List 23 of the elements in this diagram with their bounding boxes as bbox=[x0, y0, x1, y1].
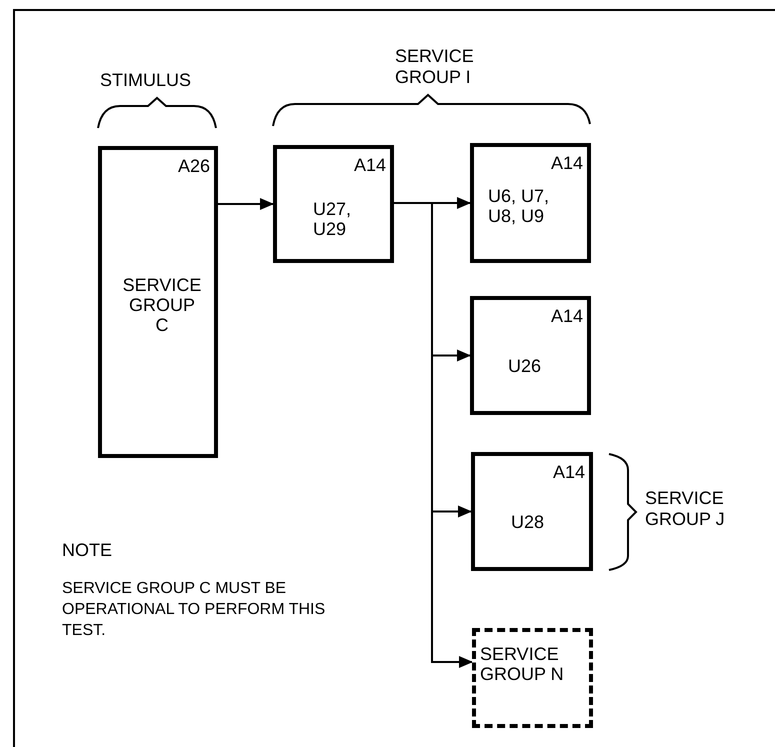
module-number: A14 bbox=[552, 462, 585, 482]
module-number: A26 bbox=[178, 156, 210, 176]
module-number: A14 bbox=[550, 153, 583, 173]
dashed-box bbox=[472, 628, 593, 728]
group-label: SERVICE GROUP J bbox=[645, 488, 726, 530]
group-label: STIMULUS bbox=[100, 70, 192, 91]
module-box bbox=[470, 143, 591, 263]
component-label: SERVICE GROUP C bbox=[122, 275, 202, 335]
group-label: SERVICE GROUP I bbox=[395, 46, 475, 88]
note-text: SERVICE GROUP C MUST BE OPERATIONAL TO PERFORM THIS TEST. bbox=[62, 579, 326, 641]
module-box bbox=[273, 145, 394, 263]
module-number: A14 bbox=[354, 155, 386, 175]
module-box bbox=[471, 452, 593, 571]
component-label: U28 bbox=[511, 512, 546, 532]
component-label: SERVICE GROUP N bbox=[480, 644, 565, 684]
component-label: U27, U29 bbox=[313, 199, 352, 239]
note-heading: NOTE bbox=[62, 540, 114, 561]
module-box bbox=[98, 146, 218, 458]
arrow bbox=[218, 198, 274, 210]
module-box bbox=[470, 296, 591, 415]
component-label: U6, U7, U8, U9 bbox=[488, 186, 550, 226]
module-number: A14 bbox=[550, 306, 583, 326]
component-label: U26 bbox=[508, 356, 542, 376]
